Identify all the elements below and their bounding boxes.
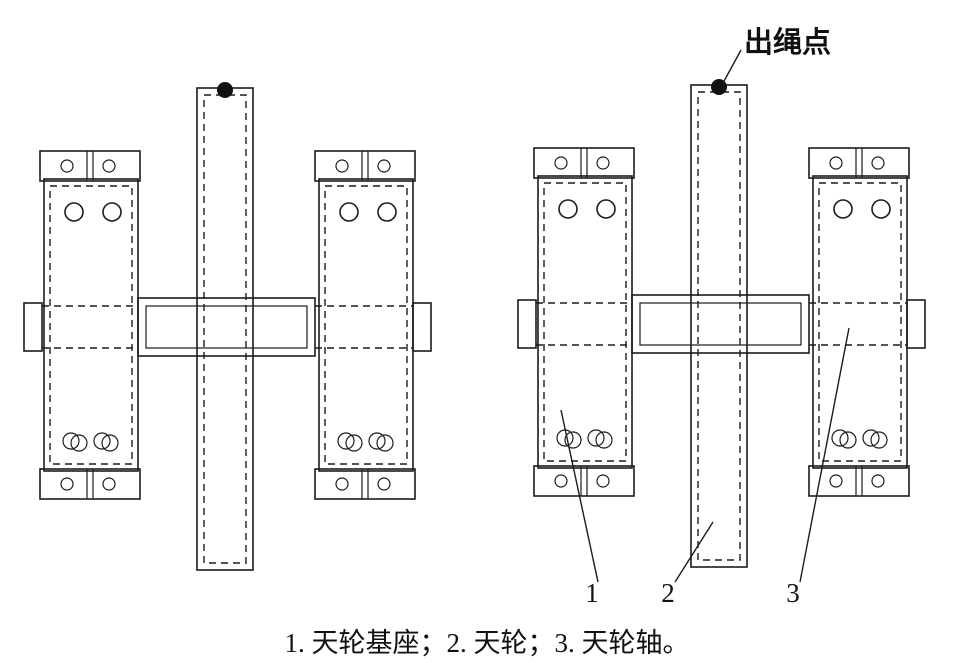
callout-2: 2: [661, 578, 675, 608]
leader-callout-3: [799, 327, 850, 583]
leader-rope-point: [722, 49, 742, 84]
rope-exit-point-label: 出绳点: [744, 26, 831, 59]
leader-lines: [560, 49, 850, 583]
left-assembly-view: [23, 81, 432, 571]
callout-1: 1: [585, 578, 599, 608]
leader-callout-1: [560, 409, 599, 583]
figure-caption: 1. 天轮基座；2. 天轮；3. 天轮轴。: [285, 628, 690, 658]
leader-callout-2: [674, 521, 714, 583]
callout-3: 3: [786, 578, 800, 608]
